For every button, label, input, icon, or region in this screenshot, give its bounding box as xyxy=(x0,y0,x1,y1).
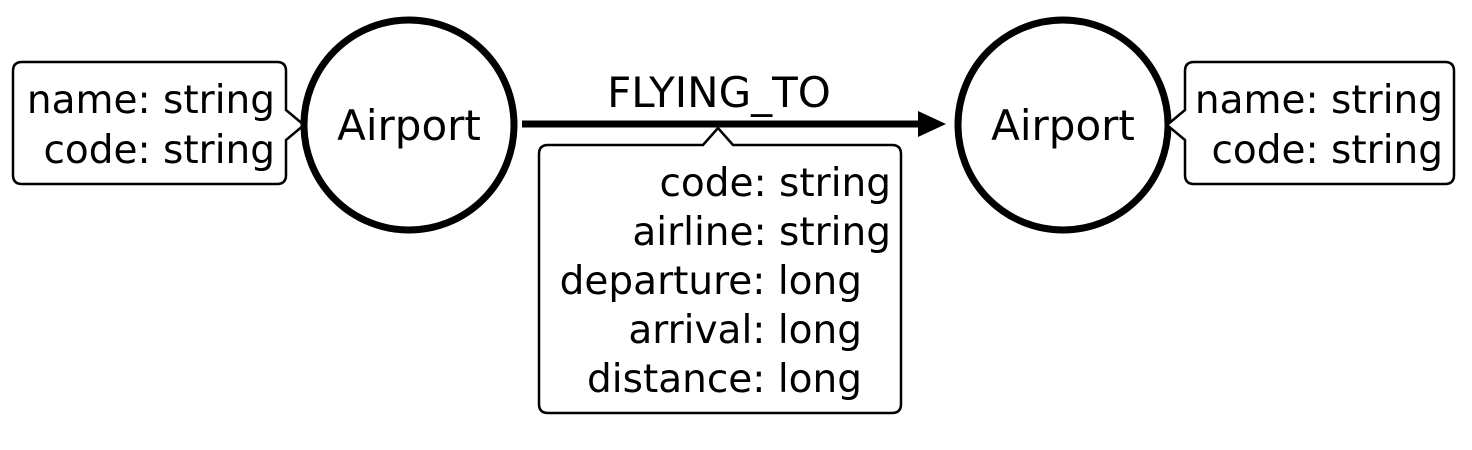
relationship-property-callout-shape xyxy=(537,126,903,415)
relationship-property-distance: distance: long xyxy=(587,357,862,402)
relationship-arrowhead xyxy=(918,111,946,137)
relationship-property-arrival: arrival: long xyxy=(628,308,862,353)
relationship-property-airline: airline: string xyxy=(632,210,891,255)
right-property-code: code: string xyxy=(1211,128,1443,173)
right-property-name: name: string xyxy=(1195,78,1443,123)
left-airport-circle xyxy=(300,16,518,234)
left-property-code: code: string xyxy=(43,128,275,173)
right-node-properties: name: string code: string xyxy=(1165,60,1456,186)
right-property-callout-shape xyxy=(1165,60,1456,186)
right-airport-node: Airport xyxy=(954,16,1172,234)
relationship-properties: code: string airline: string departure: … xyxy=(537,126,903,415)
relationship-label: FLYING_TO xyxy=(607,68,831,117)
relationship-property-departure: departure: long xyxy=(560,259,862,304)
left-airport-label: Airport xyxy=(337,101,481,150)
right-airport-label: Airport xyxy=(991,101,1135,150)
relationship-property-code: code: string xyxy=(659,161,891,206)
left-property-name: name: string xyxy=(27,78,275,123)
flying-to-relationship: FLYING_TO xyxy=(522,68,946,137)
left-property-callout-shape xyxy=(11,60,306,186)
left-airport-node: Airport xyxy=(300,16,518,234)
left-node-properties: name: string code: string xyxy=(11,60,306,186)
